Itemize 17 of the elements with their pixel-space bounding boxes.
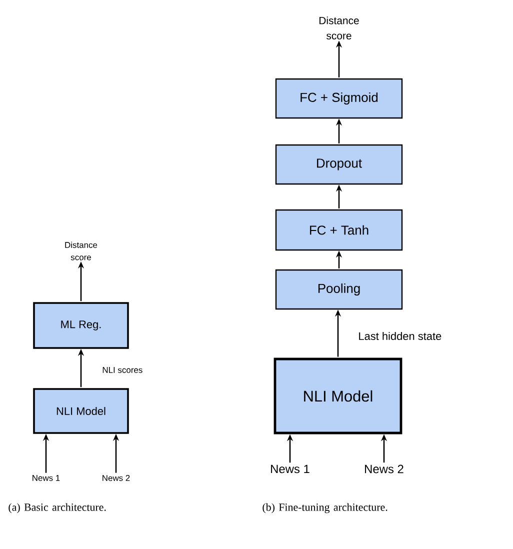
- process-box: FC + Sigmoid: [275, 78, 403, 119]
- process-box: FC + Tanh: [275, 209, 403, 251]
- figure-caption: (a) Basic architecture.: [8, 503, 106, 514]
- input-label: News 1: [271, 464, 310, 474]
- edge-label: Last hidden state: [359, 332, 442, 340]
- output-label: Distance score: [65, 242, 98, 260]
- process-box: NLI Model: [274, 358, 402, 434]
- output-label: Distance score: [320, 16, 359, 40]
- process-box: Dropout: [275, 144, 403, 185]
- process-box: Pooling: [275, 269, 403, 310]
- process-box: NLI Model: [33, 388, 129, 434]
- input-label: News 2: [102, 475, 130, 481]
- figure-caption: (b) Fine-tuning architecture.: [262, 503, 388, 514]
- process-box: ML Reg.: [33, 302, 129, 349]
- input-label: News 2: [365, 464, 404, 474]
- edge-label: NLI scores: [102, 367, 142, 373]
- input-label: News 1: [32, 475, 60, 481]
